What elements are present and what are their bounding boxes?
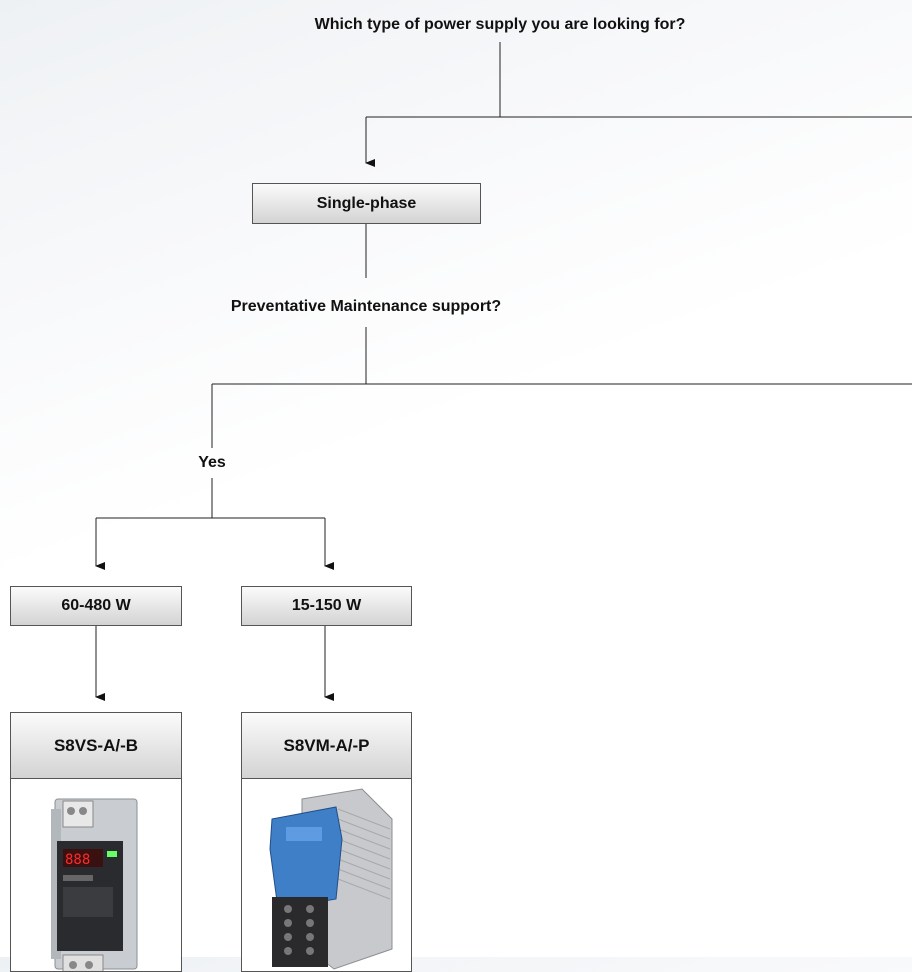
product-image: 888: [11, 779, 181, 971]
product-card-s8vm[interactable]: S8VM-A/-P: [241, 712, 412, 972]
question-preventative-maintenance: Preventative Maintenance support?: [230, 298, 502, 315]
product-model-label: S8VS-A/-B: [11, 713, 181, 779]
product-model-label: S8VM-A/-P: [242, 713, 411, 779]
product-card-s8vs[interactable]: S8VS-A/-B 888: [10, 712, 182, 972]
single-phase-option-box[interactable]: Single-phase: [252, 183, 481, 224]
product-image: [242, 779, 411, 971]
svg-text:888: 888: [65, 852, 90, 868]
power-range-60-480w-box[interactable]: 60-480 W: [10, 586, 182, 626]
answer-yes-label: Yes: [198, 454, 226, 471]
question-power-supply-type: Which type of power supply you are looki…: [314, 16, 686, 33]
power-range-15-150w-box[interactable]: 15-150 W: [241, 586, 412, 626]
